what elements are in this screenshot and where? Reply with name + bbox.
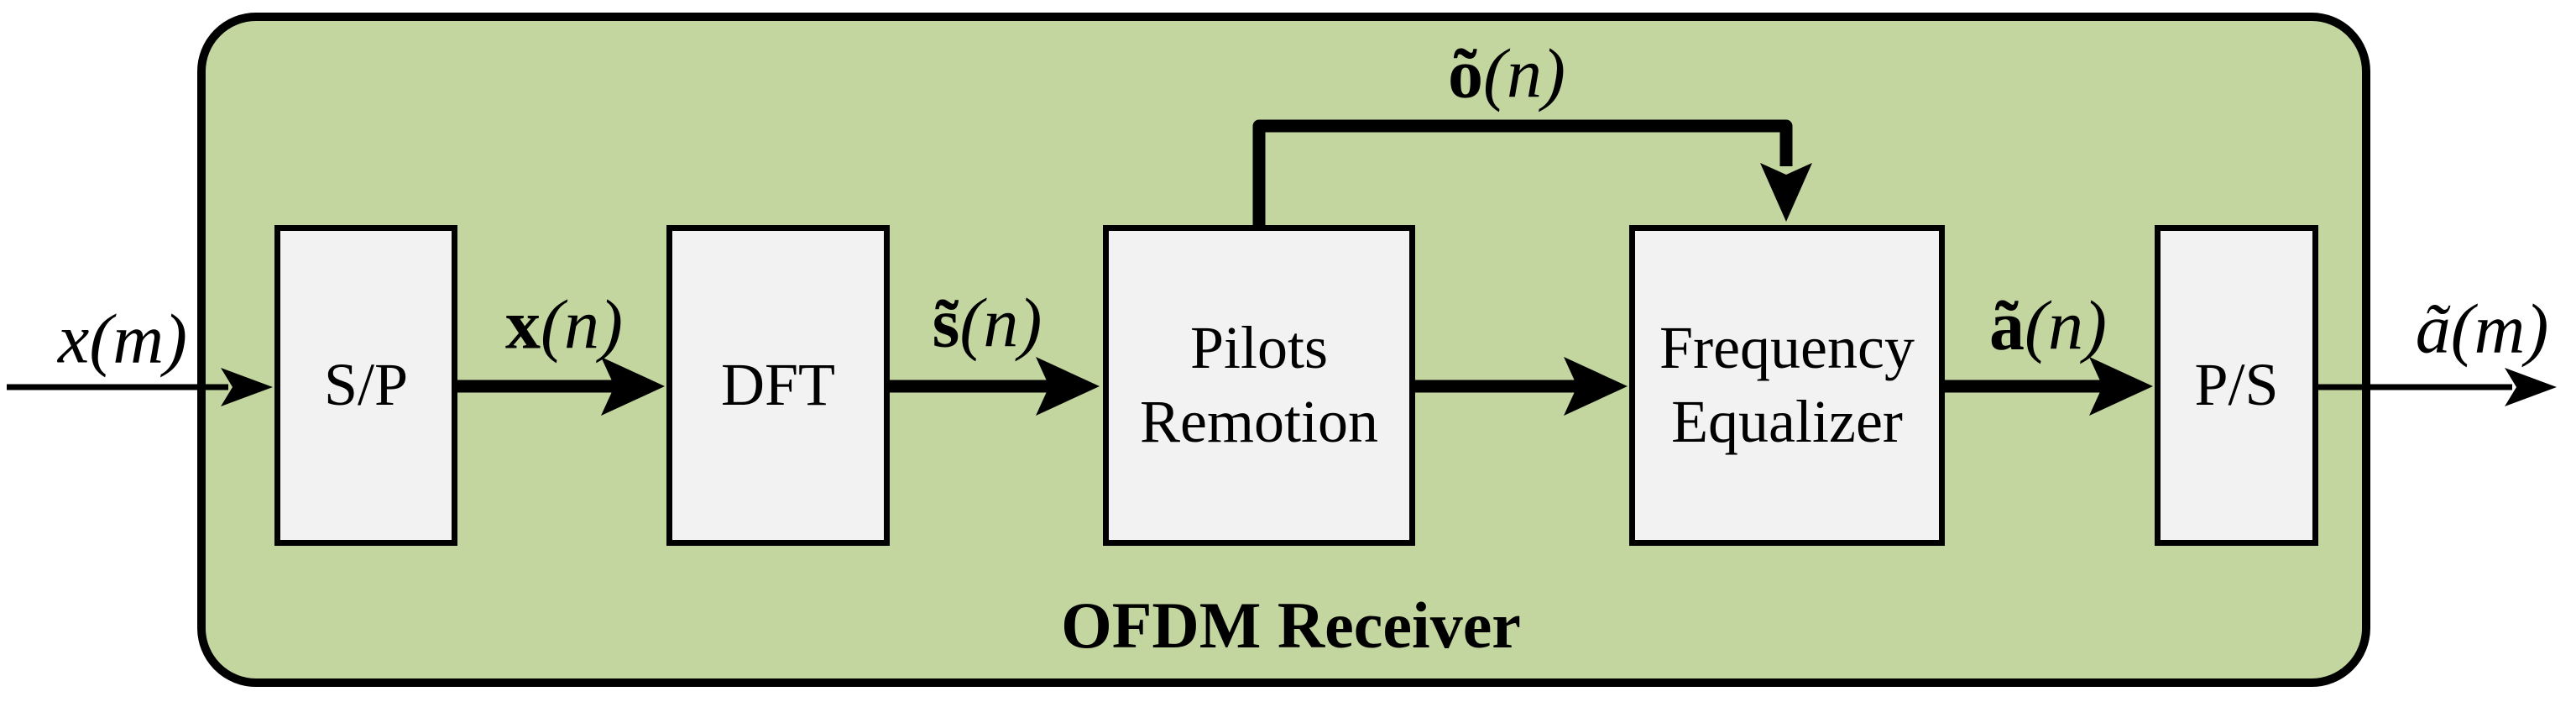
pilots-to-equalizer-arrow bbox=[1415, 357, 1628, 416]
signal-var: ã bbox=[1989, 286, 2025, 365]
signal-var: x bbox=[505, 286, 541, 364]
signal-arg: (m) bbox=[89, 300, 187, 379]
input-arrow bbox=[7, 368, 273, 406]
signal-label-input: x(m) bbox=[58, 299, 187, 380]
sp-to-dft-arrowhead bbox=[601, 357, 665, 416]
output-arrow bbox=[2318, 368, 2557, 406]
diagram-title: OFDM Receiver bbox=[1061, 589, 1521, 662]
block-dft: DFT bbox=[666, 225, 890, 546]
block-parallel-to-serial: P/S bbox=[2155, 225, 2318, 546]
signal-label-equalizer-output: ã(n) bbox=[1989, 286, 2107, 367]
signal-label-dft-output: s̃(n) bbox=[933, 283, 1042, 364]
signal-var: x bbox=[58, 300, 90, 379]
signal-arg: (n) bbox=[2025, 286, 2107, 365]
signal-arg: (n) bbox=[1483, 34, 1565, 113]
signal-arg: (m) bbox=[2450, 290, 2549, 369]
dft-to-pilots-arrow bbox=[890, 357, 1100, 416]
block-frequency-equalizer: Frequency Equalizer bbox=[1629, 225, 1945, 546]
equalizer-to-ps-arrow bbox=[1945, 357, 2153, 416]
dft-to-pilots-arrowhead bbox=[1036, 357, 1100, 416]
feedback-arrowhead bbox=[1760, 163, 1812, 222]
equalizer-to-ps-arrowhead bbox=[2089, 357, 2153, 416]
signal-arg: (n) bbox=[541, 286, 623, 364]
pilots-to-equalizer-arrowhead bbox=[1564, 357, 1628, 416]
feedback-arrow bbox=[1252, 119, 1812, 228]
feedback-line bbox=[1252, 119, 1793, 228]
signal-var: ã bbox=[2415, 290, 2451, 369]
signal-var: s̃ bbox=[932, 284, 960, 363]
sp-to-dft-arrow bbox=[457, 357, 665, 416]
signal-label-sp-output: x(n) bbox=[505, 285, 623, 366]
block-pilots-remotion: Pilots Remotion bbox=[1103, 225, 1415, 546]
signal-var: õ bbox=[1448, 34, 1484, 113]
signal-arg: (n) bbox=[959, 284, 1042, 363]
signal-label-pilots-feedback: õ(n) bbox=[1448, 34, 1565, 115]
block-serial-to-parallel: S/P bbox=[274, 225, 457, 546]
output-arrowhead bbox=[2505, 368, 2557, 406]
input-arrowhead bbox=[221, 368, 273, 406]
signal-label-output: ã(m) bbox=[2416, 289, 2549, 370]
